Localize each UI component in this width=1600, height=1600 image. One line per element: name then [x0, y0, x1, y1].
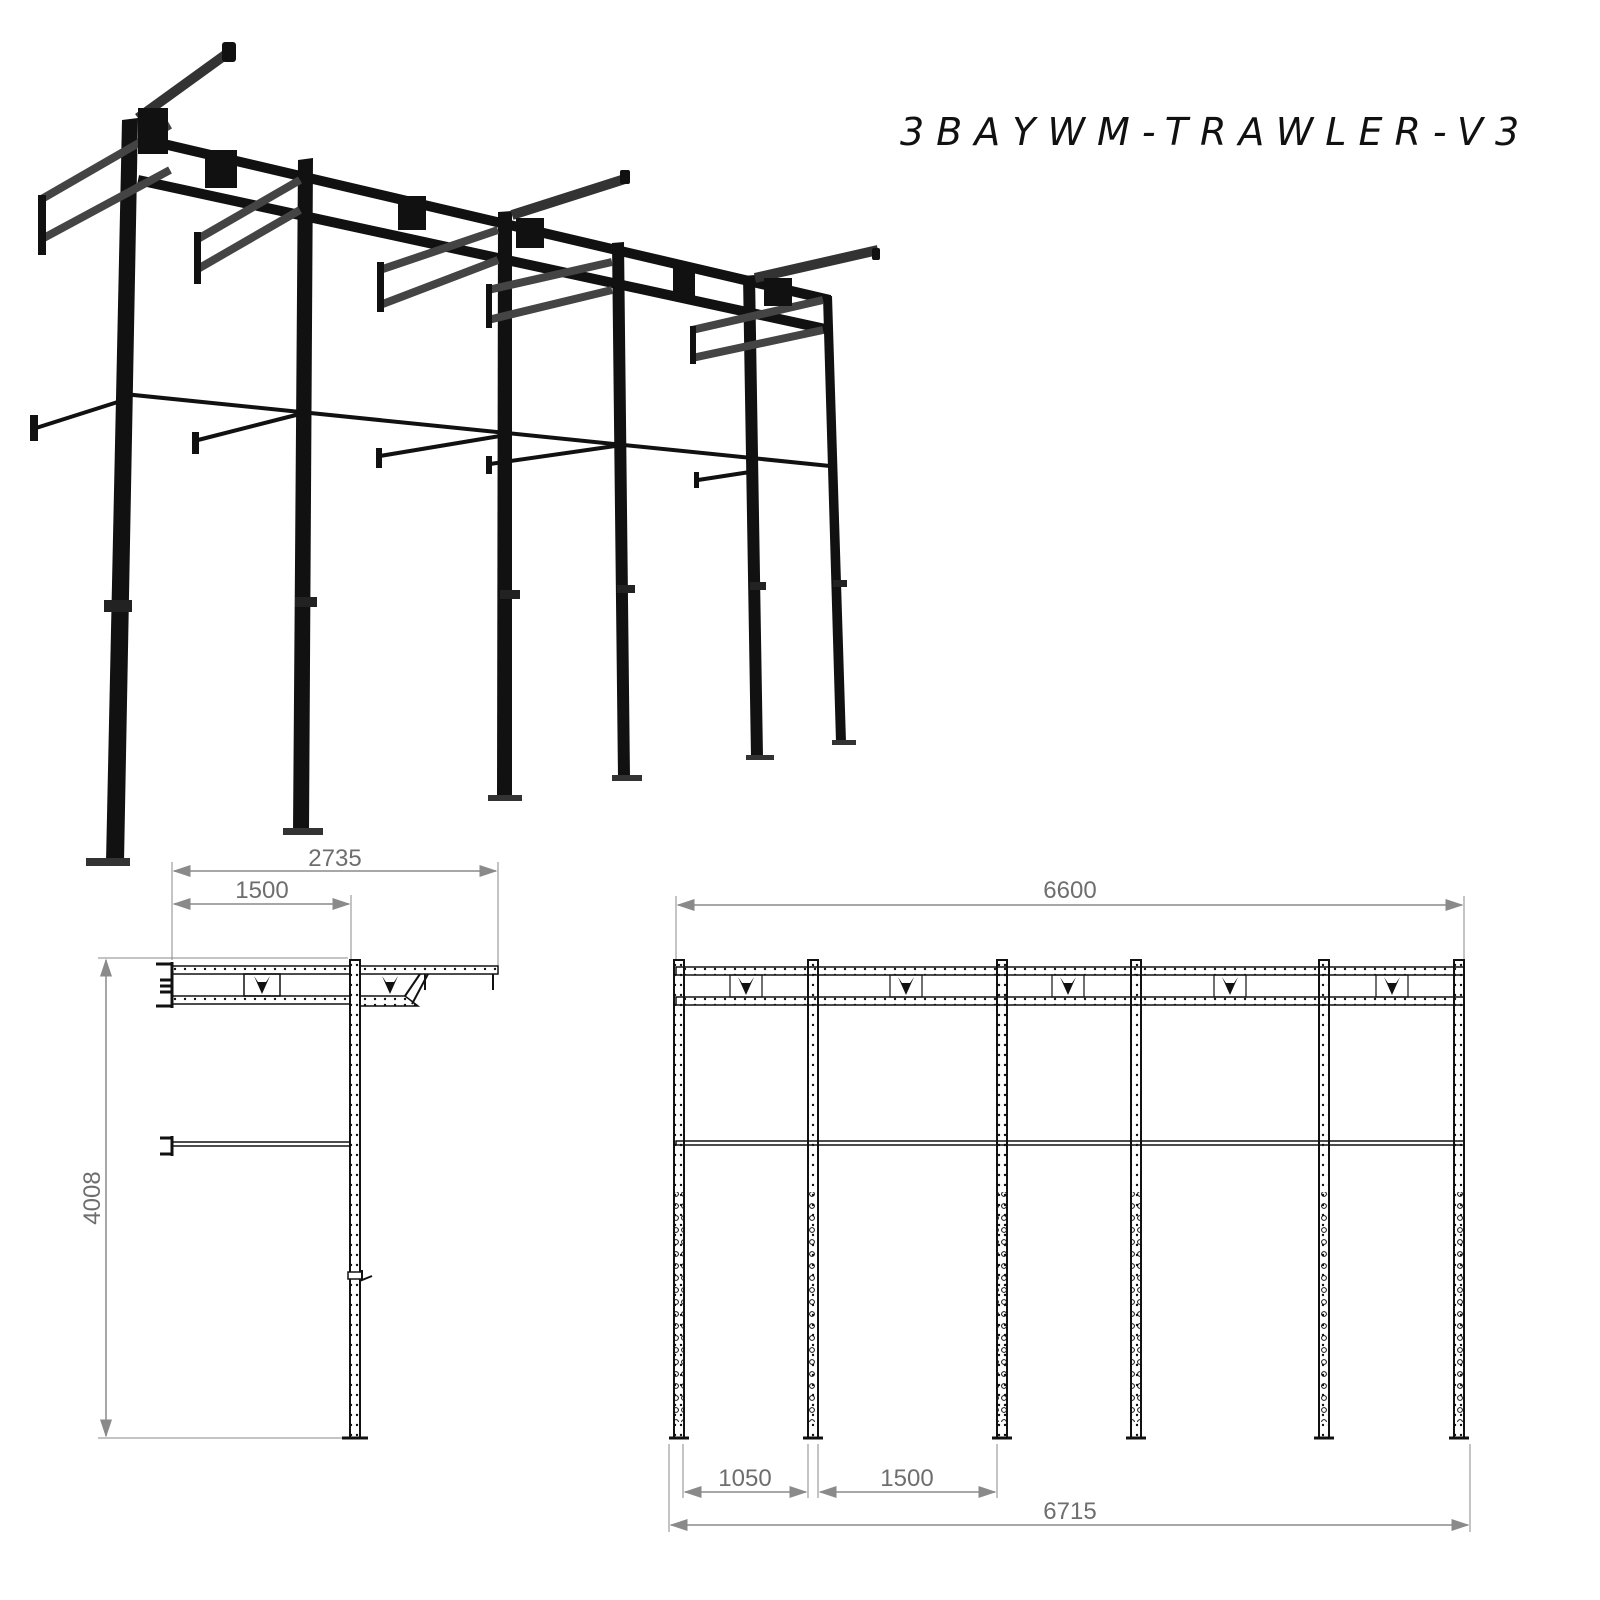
- j-hooks: [104, 580, 847, 612]
- dimension-label: 2735: [308, 845, 361, 872]
- wolf-head-icons: [138, 108, 792, 306]
- dimension-label: 1050: [718, 1465, 771, 1492]
- wolf-head-icon: [382, 976, 398, 994]
- dimension-bay-small: 1050: [682, 1444, 809, 1498]
- dimension-overall-top: 6600: [675, 877, 1465, 960]
- pull-up-bars: [35, 392, 831, 482]
- side-elevation: 2735 1500 4008: [79, 845, 499, 1440]
- dimension-depth-total: 2735: [171, 845, 499, 966]
- perspective-render: [30, 42, 880, 866]
- front-elevation: 6600: [668, 877, 1471, 1532]
- wolf-head-icons: [729, 974, 1409, 998]
- wolf-head-icon: [254, 976, 270, 994]
- front-uprights: [673, 959, 1465, 1439]
- uprights: [106, 118, 846, 862]
- dimension-depth-wall: 1500: [172, 877, 352, 960]
- rig-arms: [135, 45, 880, 283]
- product-title: 3BAYWM-TRAWLER-V3: [900, 110, 1532, 154]
- dimension-label: 6715: [1043, 1498, 1096, 1525]
- pulley-icons: [222, 42, 880, 260]
- wall-plates: [30, 195, 699, 488]
- dimension-bay-large: 1500: [817, 1444, 998, 1498]
- dimension-label: 6600: [1043, 877, 1096, 904]
- base-plates: [86, 740, 856, 866]
- dimension-label: 1500: [880, 1465, 933, 1492]
- dimension-label: 4008: [79, 1171, 106, 1224]
- dimension-height: 4008: [79, 957, 348, 1439]
- dimension-label: 1500: [235, 877, 288, 904]
- upright-lower-holes: [675, 1192, 1463, 1422]
- dimension-overall-bottom: 6715: [668, 1444, 1471, 1532]
